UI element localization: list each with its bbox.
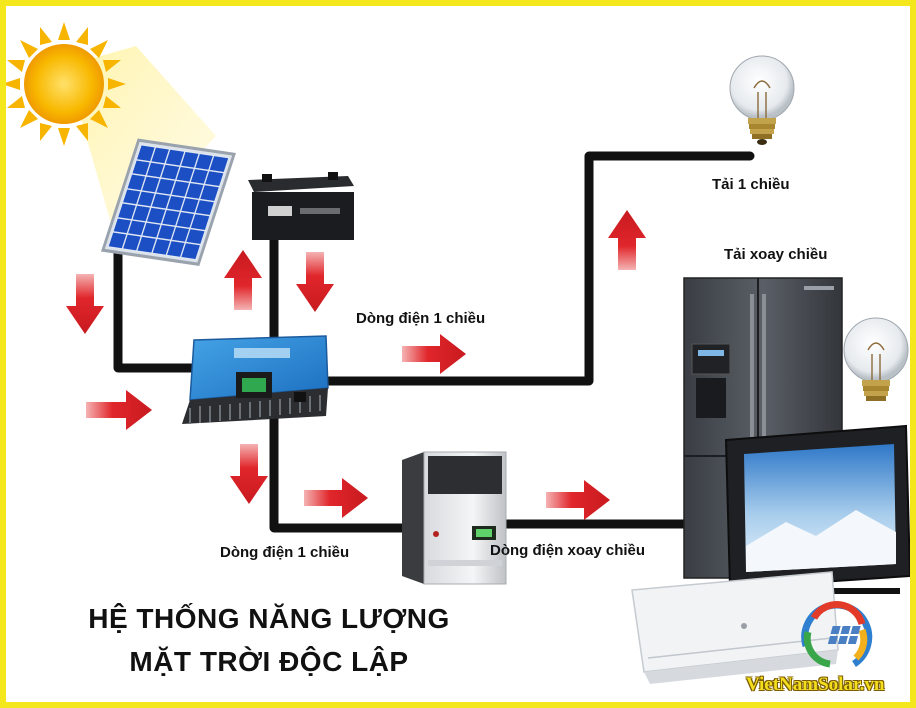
charge-controller bbox=[182, 335, 329, 424]
dc-bulb-icon bbox=[729, 55, 795, 145]
sun-icon bbox=[6, 22, 126, 146]
television bbox=[724, 424, 910, 594]
wiring bbox=[113, 151, 755, 533]
title-line-1: HỆ THỐNG NĂNG LƯỢNG bbox=[88, 603, 450, 634]
wire-panel-controller bbox=[113, 239, 196, 373]
ac-load-label: Tải xoay chiều bbox=[724, 246, 828, 263]
arrow-right-icon bbox=[304, 478, 368, 518]
inverter bbox=[402, 451, 507, 585]
dc-load-label: Tải 1 chiều bbox=[712, 176, 790, 193]
arrow-down-icon bbox=[296, 252, 334, 312]
ac-current-label: Dòng điện xoay chiều bbox=[490, 542, 646, 559]
wire-controller-inverter bbox=[269, 413, 415, 533]
diagram-scene bbox=[6, 22, 910, 684]
air-conditioner bbox=[631, 571, 839, 684]
brand-logo-icon bbox=[801, 600, 873, 668]
dc-current-lower-label: Dòng điện 1 chiều bbox=[220, 544, 350, 561]
arrow-down-icon bbox=[66, 274, 104, 334]
arrow-down-icon bbox=[230, 444, 268, 504]
brand-name: VietNamSolar.vn bbox=[746, 674, 885, 695]
arrow-right-icon bbox=[546, 480, 610, 520]
arrow-right-icon bbox=[86, 390, 152, 430]
ac-bulb-icon bbox=[843, 317, 909, 401]
arrow-up-icon bbox=[224, 250, 262, 310]
flow-arrows bbox=[66, 210, 646, 520]
solar-panel bbox=[100, 138, 236, 266]
arrow-up-icon bbox=[608, 210, 646, 270]
wire-dc-load bbox=[301, 151, 755, 386]
title-line-2: MẶT TRỜI ĐỘC LẬP bbox=[129, 646, 409, 677]
battery bbox=[248, 172, 354, 240]
arrow-right-icon bbox=[402, 334, 466, 374]
dc-current-upper-label: Dòng điện 1 chiều bbox=[356, 310, 486, 327]
